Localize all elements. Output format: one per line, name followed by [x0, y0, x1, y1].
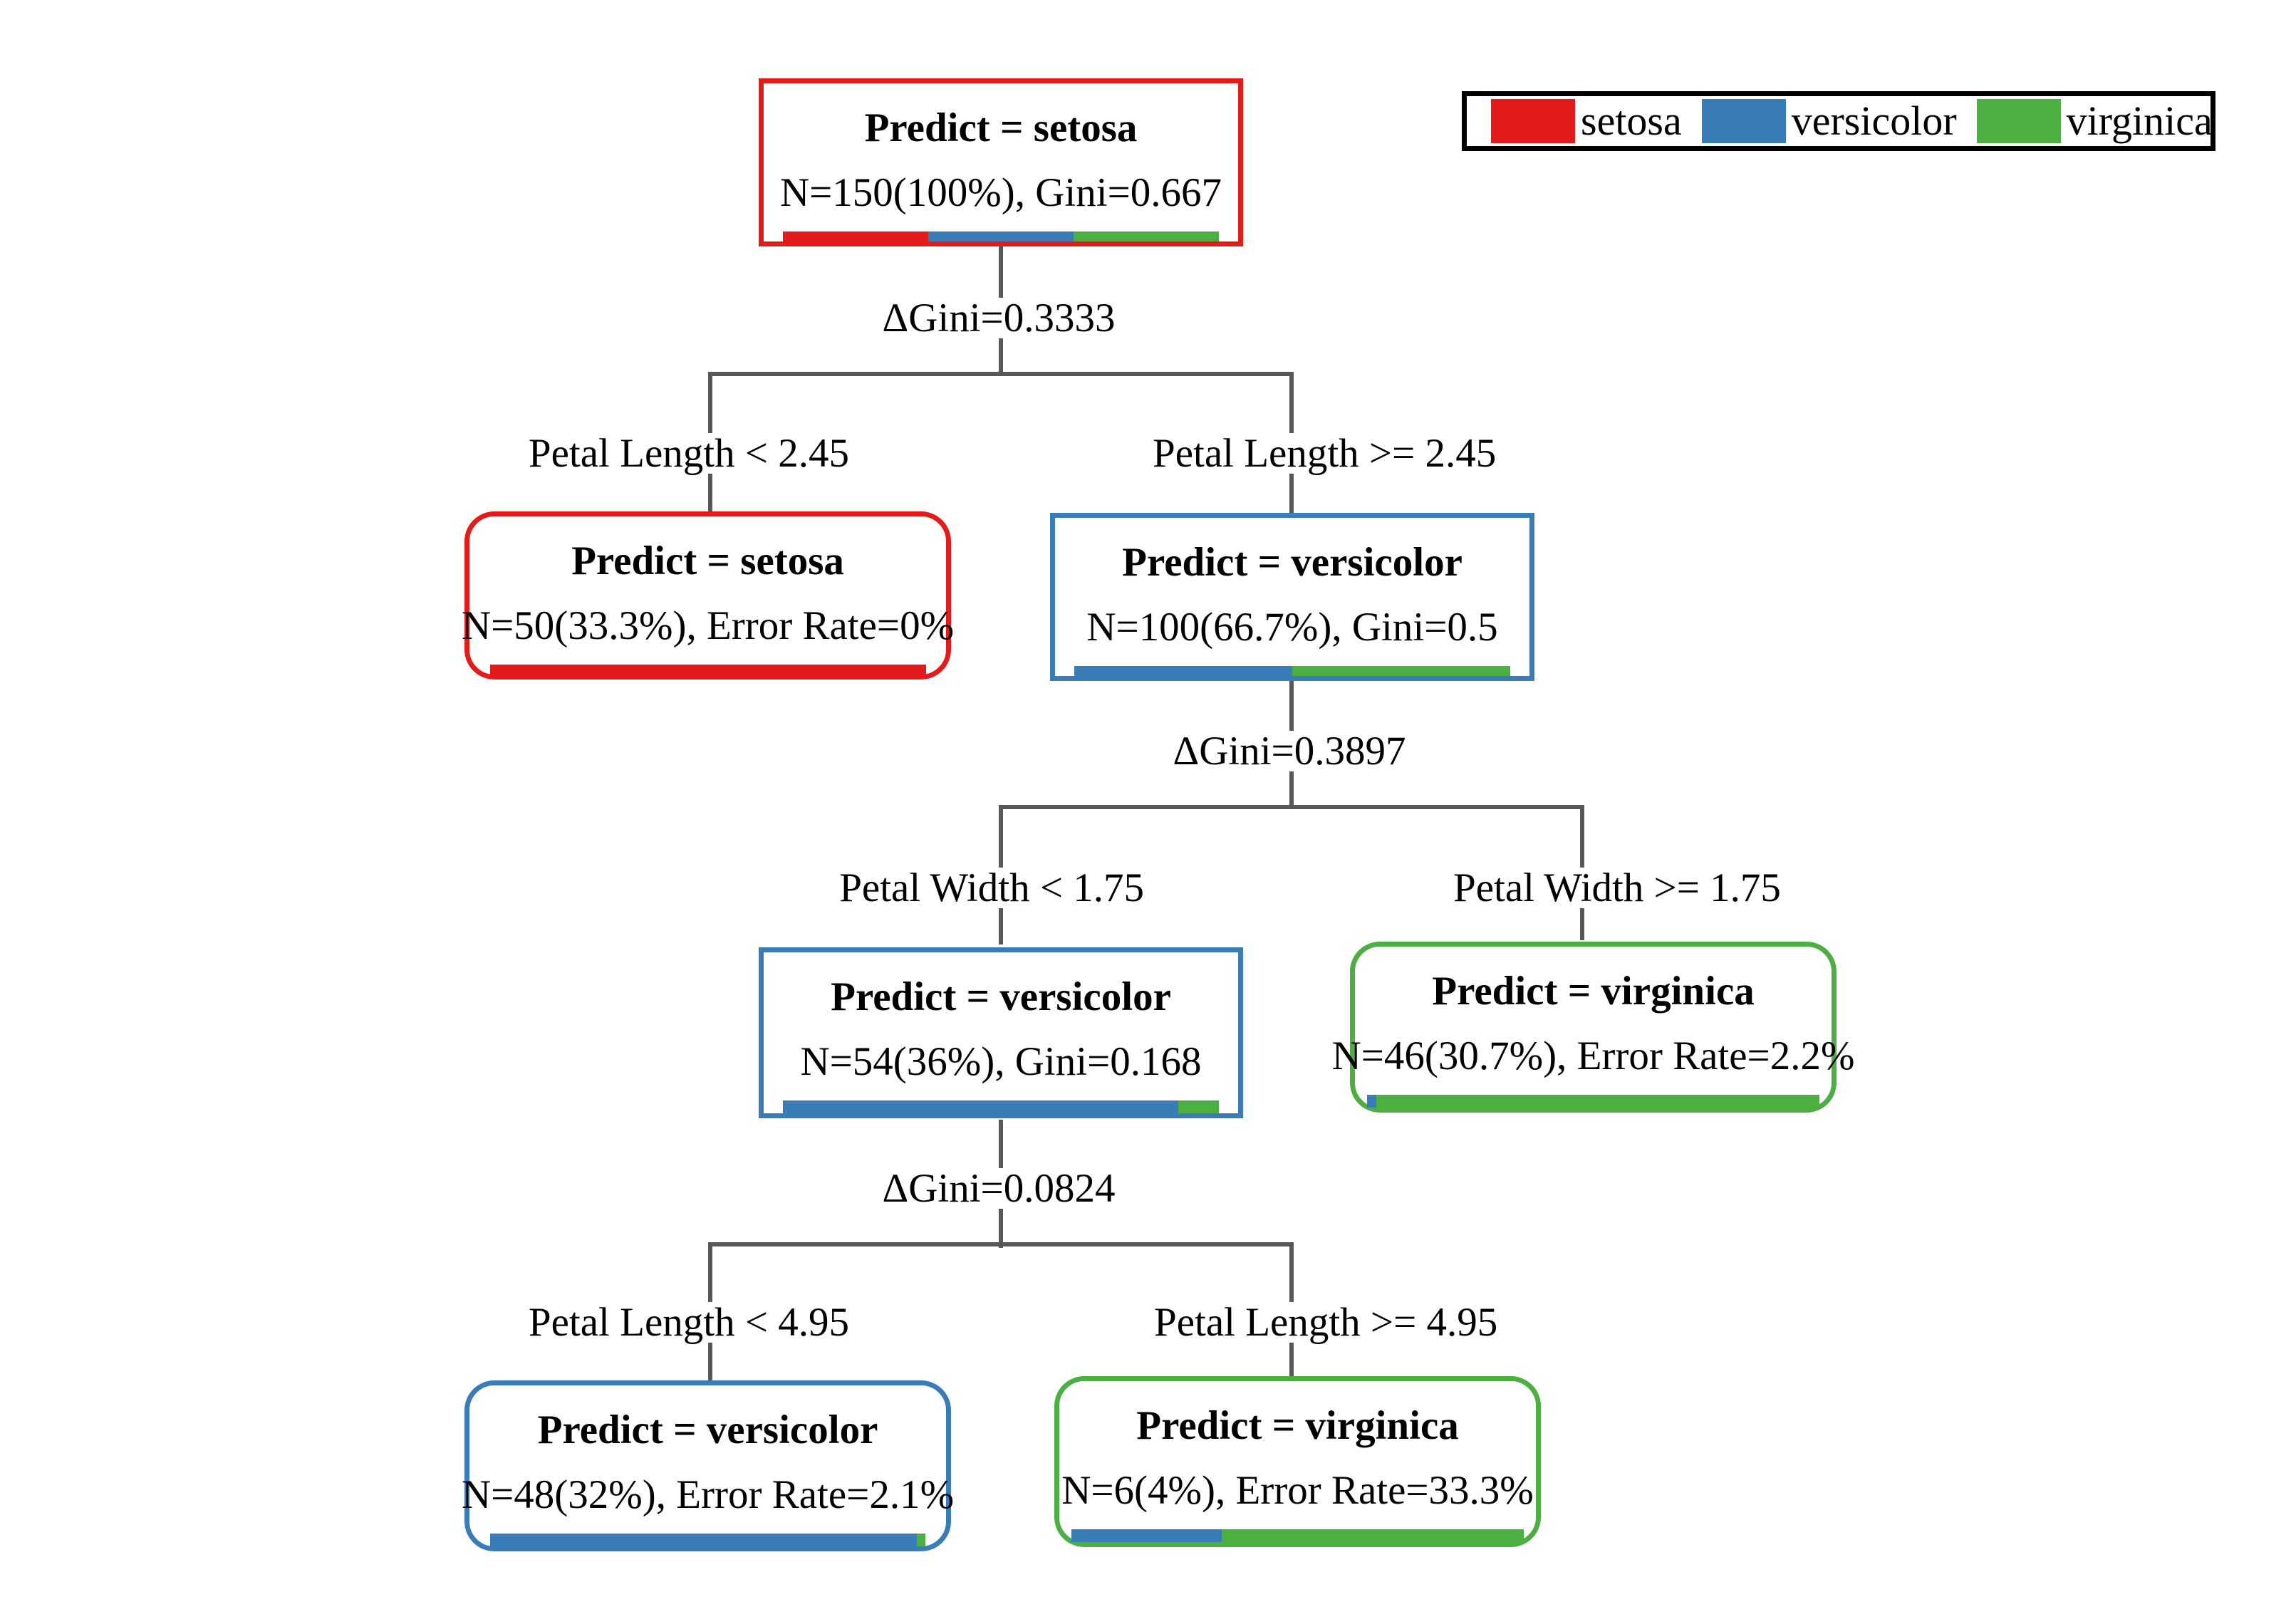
- edge-label-split2-left: Petal Width < 1.75: [831, 868, 1153, 908]
- legend-item-versicolor: versicolor: [1701, 96, 1964, 146]
- bar-segment-versicolor: [489, 1534, 917, 1546]
- edge-label-gini-split3: ΔGini=0.0824: [873, 1168, 1124, 1209]
- bar-segment-virginica: [1292, 666, 1510, 676]
- legend-label-versicolor: versicolor: [1791, 98, 1957, 144]
- class-distribution-bar: [783, 231, 1219, 241]
- legend-swatch-virginica: [1976, 99, 2061, 143]
- class-distribution-bar: [1366, 1095, 1820, 1108]
- legend-item-setosa: setosa: [1491, 96, 1689, 146]
- node-title: Predict = versicolor: [1122, 540, 1463, 585]
- node-stats: N=6(4%), Error Rate=33.3%: [1061, 1468, 1534, 1513]
- bar-segment-versicolor: [928, 231, 1074, 241]
- edge-label-split3-left: Petal Length < 4.95: [519, 1302, 858, 1343]
- node-stats: N=50(33.3%), Error Rate=0%: [461, 603, 955, 648]
- class-distribution-bar: [1071, 1529, 1524, 1542]
- class-distribution-bar: [489, 1534, 926, 1546]
- bar-segment-virginica: [916, 1534, 926, 1546]
- bar-segment-setosa: [489, 665, 926, 675]
- node-stats: N=46(30.7%), Error Rate=2.2%: [1331, 1034, 1855, 1078]
- edge-label-split1-right: Petal Length >= 2.45: [1144, 433, 1505, 474]
- tree-node-root[interactable]: Predict = setosa N=150(100%), Gini=0.667: [759, 78, 1243, 246]
- class-distribution-bar: [783, 1100, 1219, 1113]
- bar-segment-versicolor: [1071, 1529, 1222, 1542]
- connector-n54-stem-lower: [999, 1215, 1003, 1244]
- legend-item-virginica: virginica: [1976, 96, 2220, 146]
- node-title: Predict = versicolor: [831, 974, 1171, 1019]
- node-stats: N=54(36%), Gini=0.168: [800, 1039, 1202, 1084]
- node-stats: N=150(100%), Gini=0.667: [780, 170, 1222, 215]
- bar-segment-virginica: [1074, 231, 1219, 241]
- tree-node-versicolor-48[interactable]: Predict = versicolor N=48(32%), Error Ra…: [461, 1380, 955, 1551]
- legend-label-setosa: setosa: [1581, 98, 1682, 144]
- edge-label-split1-left: Petal Length < 2.45: [519, 433, 858, 474]
- tree-node-virginica-46[interactable]: Predict = virginica N=46(30.7%), Error R…: [1332, 942, 1854, 1113]
- bar-segment-versicolor: [1074, 666, 1292, 676]
- legend-label-virginica: virginica: [2066, 98, 2213, 144]
- tree-node-versicolor-100[interactable]: Predict = versicolor N=100(66.7%), Gini=…: [1050, 513, 1534, 681]
- connector-split1-bar: [708, 372, 1294, 376]
- connector-split3-bar: [708, 1242, 1294, 1246]
- node-title: Predict = virginica: [1136, 1403, 1459, 1448]
- legend: setosa versicolor virginica: [1462, 91, 2215, 151]
- bar-segment-versicolor: [1366, 1095, 1377, 1108]
- edge-label-gini-split1: ΔGini=0.3333: [873, 298, 1124, 338]
- bar-segment-setosa: [783, 231, 928, 241]
- bar-segment-versicolor: [783, 1100, 1179, 1113]
- class-distribution-bar: [489, 665, 926, 675]
- node-title: Predict = virginica: [1432, 969, 1755, 1014]
- edge-label-split3-right: Petal Length >= 4.95: [1146, 1302, 1507, 1343]
- node-title: Predict = setosa: [571, 538, 844, 583]
- node-stats: N=100(66.7%), Gini=0.5: [1086, 605, 1498, 650]
- connector-n100-stem-lower: [1289, 776, 1294, 807]
- tree-node-versicolor-54[interactable]: Predict = versicolor N=54(36%), Gini=0.1…: [759, 947, 1243, 1118]
- class-distribution-bar: [1074, 666, 1510, 676]
- connector-root-stem-lower: [999, 342, 1003, 374]
- tree-node-virginica-6[interactable]: Predict = virginica N=6(4%), Error Rate=…: [1054, 1376, 1541, 1547]
- node-stats: N=48(32%), Error Rate=2.1%: [461, 1472, 955, 1517]
- legend-swatch-setosa: [1491, 99, 1575, 143]
- tree-node-setosa-leaf[interactable]: Predict = setosa N=50(33.3%), Error Rate…: [461, 511, 955, 680]
- bar-segment-virginica: [1222, 1529, 1524, 1542]
- node-title: Predict = versicolor: [537, 1407, 878, 1452]
- node-title: Predict = setosa: [864, 105, 1138, 150]
- edge-label-split2-right: Petal Width >= 1.75: [1445, 868, 1789, 908]
- edge-label-gini-split2: ΔGini=0.3897: [1164, 731, 1415, 771]
- bar-segment-virginica: [1376, 1095, 1820, 1108]
- legend-swatch-versicolor: [1701, 99, 1786, 143]
- bar-segment-virginica: [1178, 1100, 1219, 1113]
- connector-split2-bar: [999, 805, 1584, 809]
